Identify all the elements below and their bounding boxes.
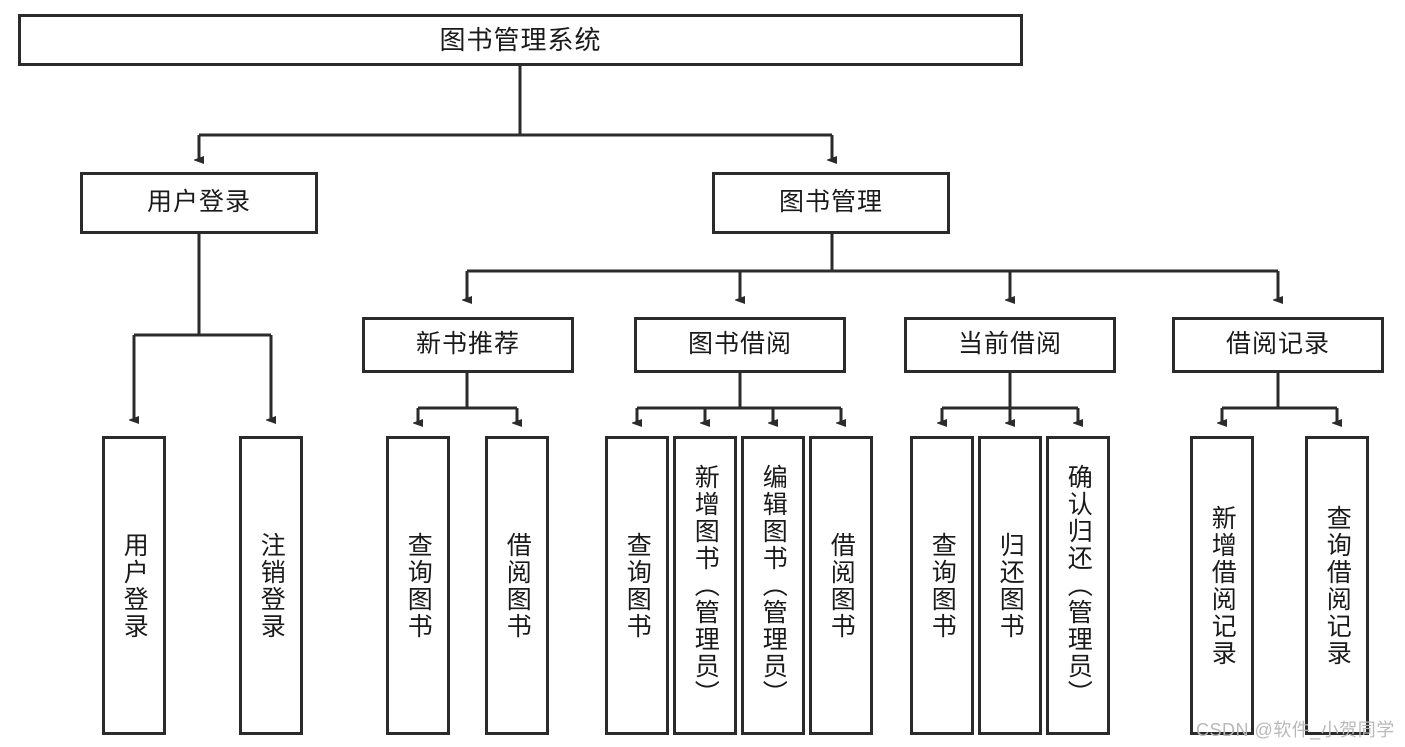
node-user-login[interactable]: 用户登录: [80, 172, 318, 234]
node-borrow-record-label: 借阅记录: [1225, 330, 1330, 359]
leaf-edit-book-admin[interactable]: 编辑图书（管理员）: [741, 436, 805, 735]
leaf-query-book-current-label: 查询图书: [928, 531, 957, 640]
node-current-borrow[interactable]: 当前借阅: [904, 317, 1116, 373]
leaf-logout-label: 注销登录: [257, 531, 286, 640]
leaf-query-book-current[interactable]: 查询图书: [910, 436, 974, 735]
leaf-query-book-recommend-label: 查询图书: [404, 531, 433, 640]
leaf-add-book-admin[interactable]: 新增图书（管理员）: [673, 436, 737, 735]
node-new-book-recommendation[interactable]: 新书推荐: [362, 317, 574, 373]
node-borrow-record[interactable]: 借阅记录: [1172, 317, 1384, 373]
node-book-borrow[interactable]: 图书借阅: [634, 317, 846, 373]
leaf-return-book[interactable]: 归还图书: [978, 436, 1042, 735]
leaf-borrow-book-label: 借阅图书: [827, 531, 856, 640]
leaf-add-borrow-record-label: 新增借阅记录: [1208, 504, 1237, 667]
leaf-confirm-return-admin-label: 确认归还（管理员）: [1064, 464, 1093, 707]
leaf-user-login[interactable]: 用户登录: [102, 436, 166, 735]
leaf-query-book-recommend[interactable]: 查询图书: [386, 436, 450, 735]
root-library-management-system[interactable]: 图书管理系统: [18, 14, 1023, 66]
leaf-query-book-borrow-label: 查询图书: [623, 531, 652, 640]
leaf-add-book-admin-label: 新增图书（管理员）: [691, 464, 720, 707]
leaf-borrow-book[interactable]: 借阅图书: [809, 436, 873, 735]
node-user-login-label: 用户登录: [146, 188, 251, 217]
node-book-borrow-label: 图书借阅: [687, 330, 792, 359]
leaf-logout[interactable]: 注销登录: [239, 436, 303, 735]
leaf-confirm-return-admin[interactable]: 确认归还（管理员）: [1046, 436, 1110, 735]
leaf-edit-book-admin-label: 编辑图书（管理员）: [759, 464, 788, 707]
node-book-management[interactable]: 图书管理: [712, 172, 950, 234]
node-book-management-label: 图书管理: [778, 188, 883, 217]
leaf-user-login-label: 用户登录: [120, 531, 149, 640]
leaf-borrow-book-recommend-label: 借阅图书: [503, 531, 532, 640]
root-label: 图书管理系统: [439, 24, 602, 55]
leaf-query-borrow-record[interactable]: 查询借阅记录: [1305, 436, 1369, 735]
leaf-query-book-borrow[interactable]: 查询图书: [605, 436, 669, 735]
leaf-query-borrow-record-label: 查询借阅记录: [1323, 504, 1352, 667]
leaf-borrow-book-recommend[interactable]: 借阅图书: [485, 436, 549, 735]
leaf-add-borrow-record[interactable]: 新增借阅记录: [1190, 436, 1254, 735]
watermark: CSDN @软件_小贺同学: [1196, 720, 1395, 740]
node-new-book-recommendation-label: 新书推荐: [415, 330, 520, 359]
node-current-borrow-label: 当前借阅: [957, 330, 1062, 359]
leaf-return-book-label: 归还图书: [996, 531, 1025, 640]
